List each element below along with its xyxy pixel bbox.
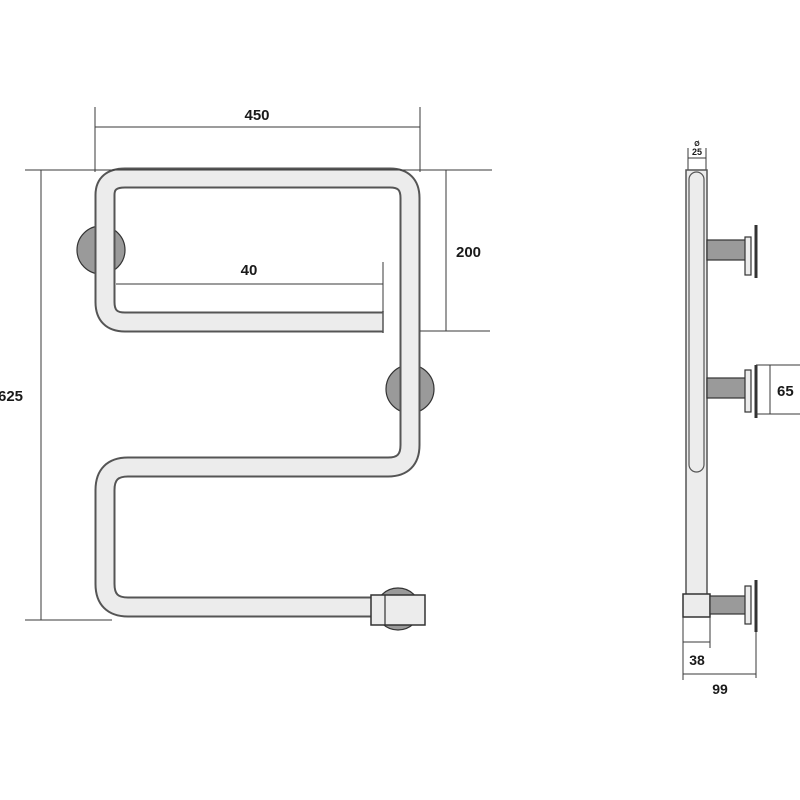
front-view: 450 625 200 40 [0, 107, 492, 631]
side-bracket-middle-plate [744, 369, 752, 413]
side-tube-upper-loop [688, 171, 705, 473]
serpentine-tube [96, 169, 419, 616]
inner-bar-dimension-label: 40 [241, 262, 258, 279]
width-dimension-label: 450 [244, 107, 269, 124]
side-connector-block [682, 593, 711, 618]
inlet-connector-block [370, 594, 426, 626]
side-bracket-upper-arm [706, 239, 751, 261]
side-view: Ø 25 65 38 99 [682, 141, 800, 697]
side-bracket-lower-plate [744, 585, 752, 625]
side-bracket-lower-arm [709, 595, 751, 615]
height-dimension-label: 625 [0, 388, 23, 405]
serpentine-tube-outline [94, 167, 421, 618]
depth-dimension-label: 99 [712, 681, 728, 697]
diameter-symbol: Ø [694, 141, 700, 148]
bracket-dimension-label: 65 [777, 383, 794, 400]
loop-height-dimension-label: 200 [456, 244, 481, 261]
connector-dimension-label: 38 [689, 652, 705, 668]
side-bracket-upper-plate [744, 236, 752, 276]
side-bracket-middle-arm [706, 377, 751, 399]
diameter-dimension-label: 25 [692, 147, 702, 157]
